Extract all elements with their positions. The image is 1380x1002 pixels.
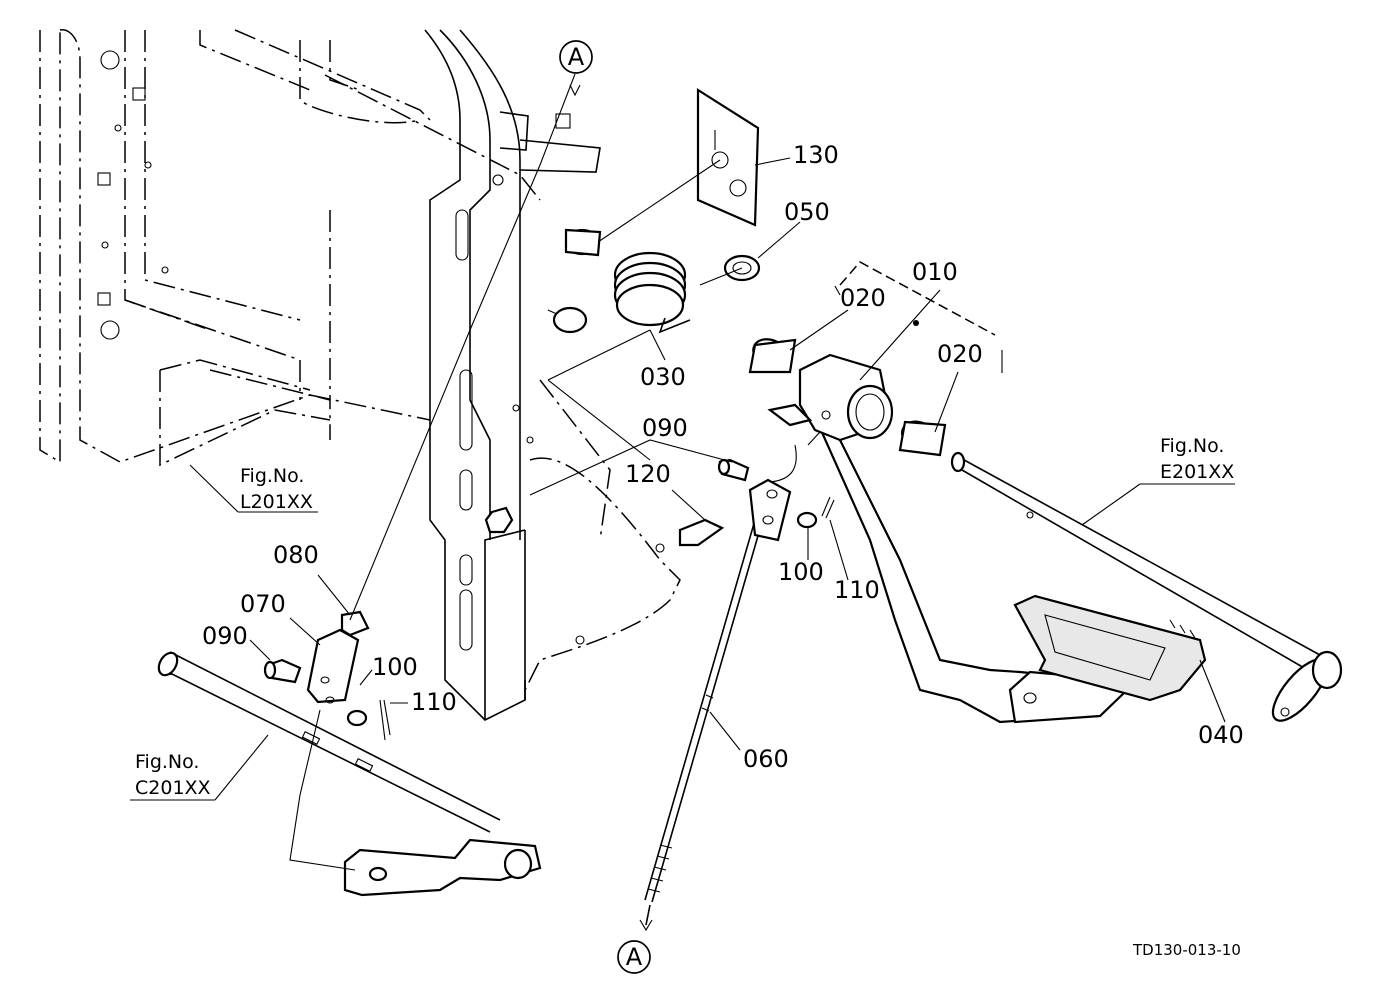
brake-pedal <box>817 425 1207 724</box>
drawing-code: TD130-013-10 <box>1132 941 1241 959</box>
label-110-b: 110 <box>834 576 880 604</box>
figure-ref-title: Fig.No. <box>1160 435 1224 457</box>
label-020-a: 020 <box>840 284 886 312</box>
label-100-b: 100 <box>778 558 824 586</box>
figure-ref-code: L201XX <box>240 491 313 513</box>
figure-ref-title: Fig.No. <box>240 465 304 487</box>
callout-a-bottom: A <box>617 940 651 974</box>
label-130: 130 <box>793 141 839 169</box>
callout-a-top: A <box>559 40 593 74</box>
pedal-hub-010 <box>748 320 947 457</box>
leader-lines <box>130 73 1235 871</box>
label-070: 070 <box>240 590 286 618</box>
label-040: 040 <box>1198 721 1244 749</box>
callout-a-top-text: A <box>568 43 585 71</box>
figure-ref-title: Fig.No. <box>135 751 199 773</box>
pedal-shaft <box>950 451 1343 722</box>
part-labels: 130 050 010 020 020 030 090 120 100 110 … <box>202 141 1244 773</box>
label-050: 050 <box>784 198 830 226</box>
clevis-left <box>263 610 391 741</box>
figure-ref-code: C201XX <box>135 777 211 799</box>
figure-ref-code: E201XX <box>1160 461 1234 483</box>
cross-shaft <box>157 651 542 897</box>
label-110-a: 110 <box>411 688 457 716</box>
rod-060 <box>639 519 763 932</box>
label-060: 060 <box>743 745 789 773</box>
frame-panel <box>39 29 431 467</box>
figure-ref-e201xx: Fig.No. E201XX <box>1160 435 1234 483</box>
label-020-b: 020 <box>937 340 983 368</box>
label-080: 080 <box>273 541 319 569</box>
label-090-a: 090 <box>202 622 248 650</box>
clevis-right <box>678 458 835 547</box>
label-030: 030 <box>640 363 686 391</box>
label-120: 120 <box>625 460 671 488</box>
label-010: 010 <box>912 258 958 286</box>
figure-ref-c201xx: Fig.No. C201XX <box>135 751 211 799</box>
label-090-b: 090 <box>642 414 688 442</box>
pedal-bracket <box>324 29 681 721</box>
callout-a-bottom-text: A <box>626 943 643 971</box>
label-100-a: 100 <box>372 653 418 681</box>
figure-ref-l201xx: Fig.No. L201XX <box>240 465 313 513</box>
plate-130 <box>696 88 760 227</box>
spring-030 <box>564 228 761 334</box>
